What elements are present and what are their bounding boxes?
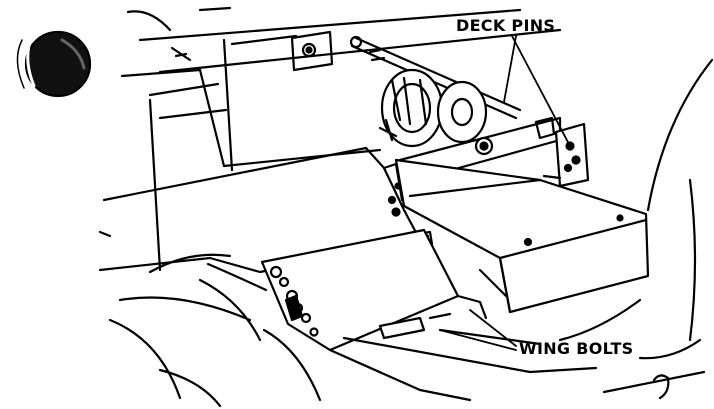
- dark-sphere: [16, 30, 92, 98]
- hinge-bracket-top: [290, 30, 334, 72]
- wing-bolts-leader-2: [469, 309, 517, 347]
- deck-pins-leader-2: [503, 35, 517, 103]
- wing-bolts-leader: [439, 329, 517, 351]
- wing-bolt-hardware: [378, 294, 488, 340]
- lower-wing-flap: [260, 228, 460, 352]
- deck-pins-leader: [511, 35, 571, 147]
- right-deck-box: [394, 158, 650, 314]
- right-fender: [558, 58, 714, 400]
- motor-assembly: [378, 68, 488, 148]
- wing-bolts-callout: WING BOLTS: [519, 339, 634, 358]
- deck-pins-callout: DECK PINS: [456, 16, 556, 35]
- upper-hull-lines: [120, 6, 562, 172]
- lower-body-lines: [98, 98, 598, 408]
- callout-leaders: [439, 35, 571, 351]
